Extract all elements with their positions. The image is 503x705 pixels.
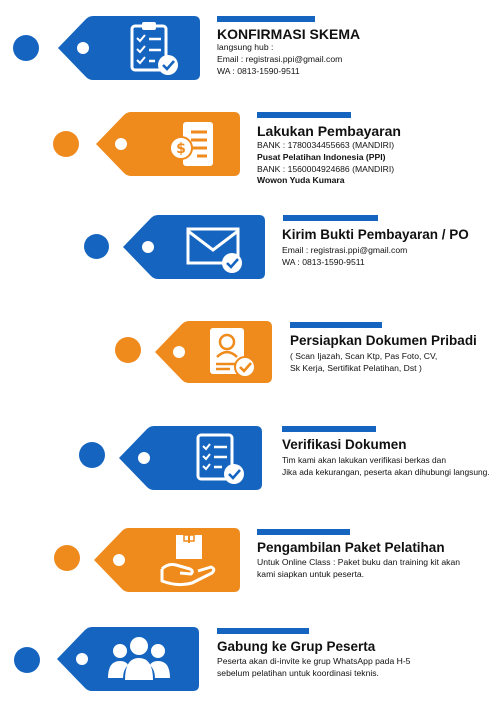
svg-text:$: $ — [176, 141, 186, 157]
step-5-line-1: Tim kami akan lakukan verifikasi berkas … — [282, 455, 446, 465]
step-1-title: KONFIRMASI SKEMA — [217, 26, 361, 42]
step-6-title: Pengambilan Paket Pelatihan — [257, 540, 445, 555]
step-4-line-2: Sk Kerja, Sertifikat Pelatihan, Dst ) — [290, 362, 422, 373]
step-5-title: Verifikasi Dokumen — [282, 437, 407, 452]
id-document-icon — [206, 326, 258, 385]
step-5-dot — [79, 442, 105, 468]
step-2-dot — [53, 131, 79, 157]
step-4-line-1: ( Scan Ijazah, Scan Ktp, Pas Foto, CV, — [290, 351, 438, 361]
step-4-title-bar — [290, 322, 382, 328]
step-7-dot — [14, 647, 40, 673]
invoice-dollar-icon: $ — [167, 118, 219, 177]
step-5-line-2: Jika ada kekurangan, peserta akan dihubu… — [282, 466, 490, 477]
envelope-check-icon — [186, 223, 246, 278]
step-2-line-4: Wowon Yuda Kumara — [257, 175, 345, 186]
step-4-body: ( Scan Ijazah, Scan Ktp, Pas Foto, CV, S… — [290, 351, 437, 375]
step-1-body: langsung hub : Email : registrasi.ppi@gm… — [217, 42, 342, 77]
step-1-title-bar — [217, 16, 315, 22]
step-2-title-bar — [257, 112, 351, 118]
step-6-title-bar — [257, 529, 350, 535]
step-2-body: BANK : 1780034455663 (MANDIRI) Pusat Pel… — [257, 140, 394, 187]
step-3-title-bar — [283, 215, 378, 221]
step-2-line-2: Pusat Pelatihan Indonesia (PPI) — [257, 151, 386, 162]
package-hand-icon — [158, 531, 218, 594]
step-3-body: Email : registrasi.ppi@gmail.com WA : 08… — [282, 245, 407, 269]
step-1-line-3: WA : 0813-1590-9511 — [217, 65, 300, 76]
step-6-body: Untuk Online Class : Paket buku dan trai… — [257, 557, 460, 581]
step-2-line-3: BANK : 1560004924686 (MANDIRI) — [257, 163, 395, 174]
step-2-title: Lakukan Pembayaran — [257, 123, 401, 139]
step-7-title: Gabung ke Grup Peserta — [217, 639, 376, 654]
step-3-line-2: WA : 0813-1590-9511 — [282, 256, 365, 267]
step-7-title-bar — [217, 628, 309, 634]
step-4-title: Persiapkan Dokumen Pribadi — [290, 333, 477, 348]
step-1-line-1: langsung hub : — [217, 42, 274, 52]
step-6-line-1: Untuk Online Class : Paket buku dan trai… — [257, 557, 461, 567]
step-2-line-1: BANK : 1780034455663 (MANDIRI) — [257, 140, 395, 150]
step-6-dot — [54, 545, 80, 571]
step-3-line-1: Email : registrasi.ppi@gmail.com — [282, 245, 408, 255]
step-4-dot — [115, 337, 141, 363]
step-3-title: Kirim Bukti Pembayaran / PO — [282, 227, 469, 242]
clipboard-checklist-icon — [128, 20, 180, 81]
step-7-line-2: sebelum pelatihan untuk koordinasi tekni… — [217, 667, 379, 678]
step-5-title-bar — [282, 426, 376, 432]
step-5-body: Tim kami akan lakukan verifikasi berkas … — [282, 455, 490, 479]
document-check-icon — [194, 431, 248, 492]
group-people-icon — [107, 632, 171, 689]
step-1-dot — [13, 35, 39, 61]
step-3-dot — [84, 234, 109, 259]
step-7-body: Peserta akan di-invite ke grup WhatsApp … — [217, 656, 410, 680]
step-7-line-1: Peserta akan di-invite ke grup WhatsApp … — [217, 656, 411, 666]
step-1-line-2: Email : registrasi.ppi@gmail.com — [217, 53, 343, 64]
step-6-line-2: kami siapkan untuk peserta. — [257, 568, 365, 579]
